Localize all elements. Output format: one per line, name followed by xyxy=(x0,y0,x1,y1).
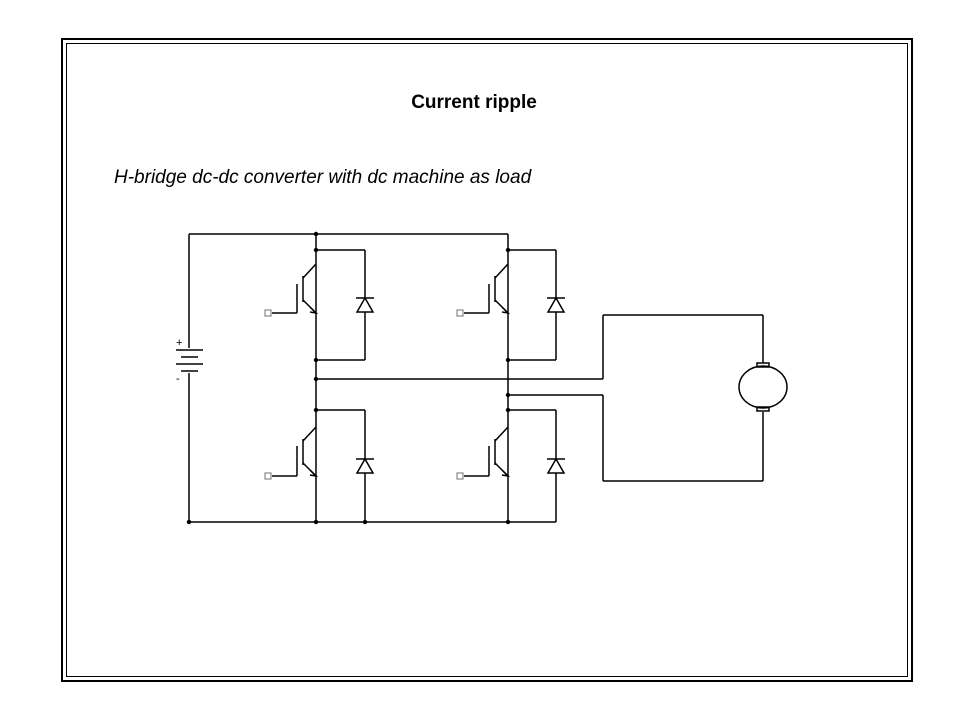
right-leg-wiring xyxy=(507,234,557,522)
diode-upper-right xyxy=(546,296,566,313)
slide-frame-inner xyxy=(66,43,908,677)
dc-machine xyxy=(738,362,788,412)
battery-minus-label: - xyxy=(176,373,180,385)
igbt-upper-right xyxy=(456,263,511,317)
dc-bus-rails xyxy=(189,233,556,523)
diode-lower-right xyxy=(546,457,566,474)
junction-dots xyxy=(186,231,511,525)
left-leg-wiring xyxy=(315,234,366,522)
slide-frame-outer xyxy=(61,38,913,682)
dc-source: + - xyxy=(176,234,203,522)
slide-title: Current ripple xyxy=(411,92,537,113)
igbt-upper-left xyxy=(264,263,319,317)
battery-plus-label: + xyxy=(176,337,182,349)
output-wiring xyxy=(316,314,764,482)
diode-upper-left xyxy=(355,296,375,313)
igbt-lower-left xyxy=(264,426,319,480)
slide-subtitle: H-bridge dc-dc converter with dc machine… xyxy=(114,167,532,188)
igbt-lower-right xyxy=(456,426,511,480)
diode-lower-left xyxy=(355,457,375,474)
